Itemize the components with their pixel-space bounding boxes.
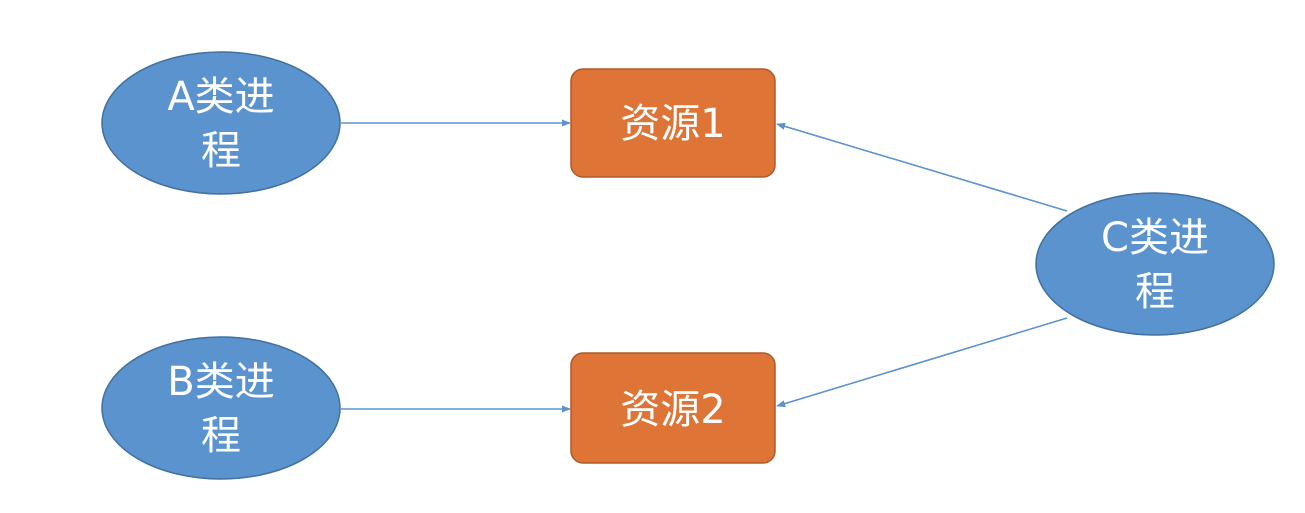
resource-2-label: 资源2 bbox=[620, 387, 725, 433]
process-b-label-line1: B类进 bbox=[167, 359, 274, 405]
resource-1-box bbox=[570, 68, 776, 178]
edge-c-to-resource-1 bbox=[776, 122, 1068, 212]
edge-c-to-resource-2 bbox=[776, 317, 1068, 408]
process-a-label-line2: 程 bbox=[201, 128, 241, 174]
process-a-node: A类进 程 bbox=[101, 51, 341, 195]
resource-1-label: 资源1 bbox=[620, 101, 725, 147]
resource-1-node: 资源1 bbox=[570, 68, 776, 178]
process-a-label-line1: A类进 bbox=[167, 74, 274, 120]
process-c-label-line1: C类进 bbox=[1101, 215, 1209, 261]
process-c-label-line2: 程 bbox=[1135, 269, 1175, 315]
edges bbox=[341, 119, 1068, 413]
process-b-ellipse bbox=[101, 336, 341, 480]
process-c-node: C类进 程 bbox=[1035, 192, 1275, 336]
process-b-node: B类进 程 bbox=[101, 336, 341, 480]
resource-2-node: 资源2 bbox=[570, 352, 776, 464]
process-b-label-line2: 程 bbox=[201, 413, 241, 459]
process-a-ellipse bbox=[101, 51, 341, 195]
process-c-ellipse bbox=[1035, 192, 1275, 336]
resource-2-box bbox=[570, 352, 776, 464]
